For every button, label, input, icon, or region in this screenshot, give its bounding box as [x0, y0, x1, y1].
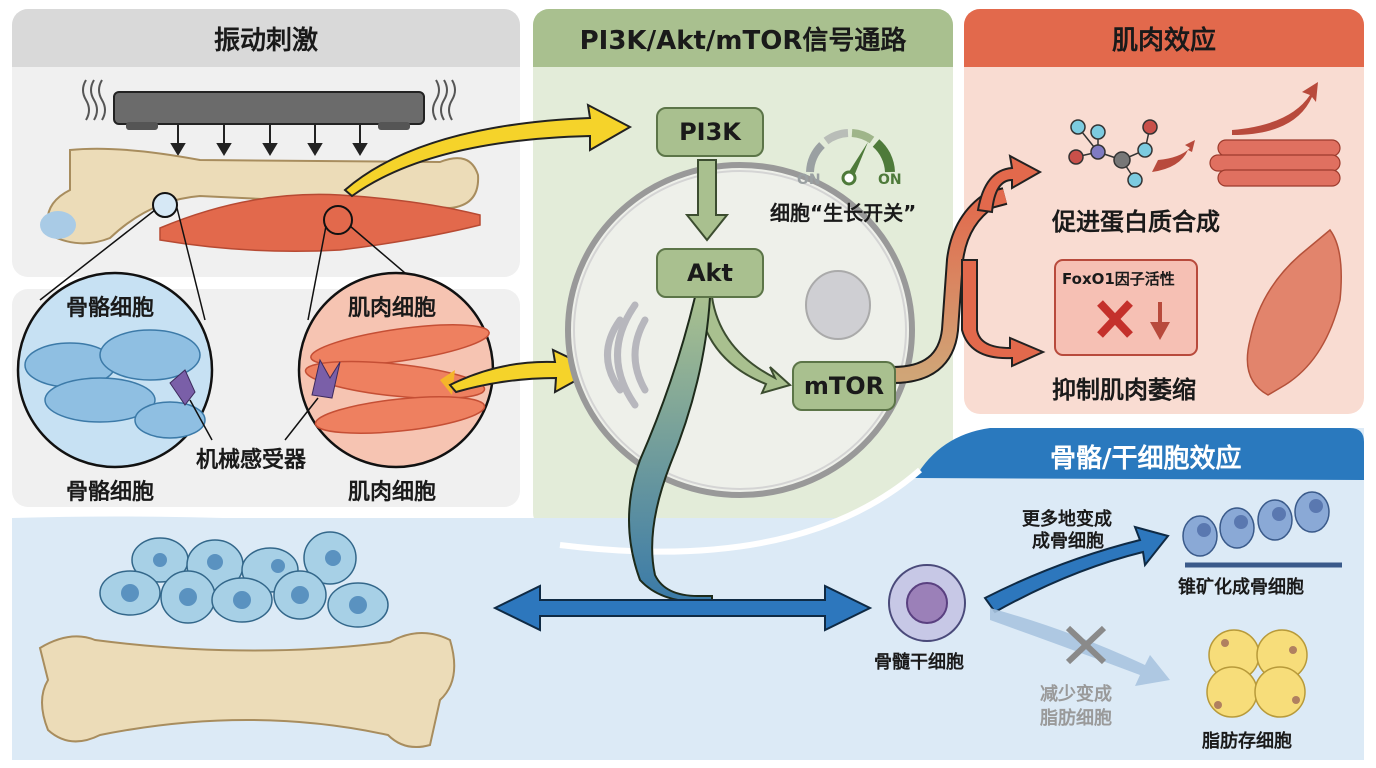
less-fat-line1: 减少变成 [1040, 684, 1112, 705]
arrow-pi3k-akt [684, 159, 730, 242]
fat-cells-icon [1206, 629, 1308, 718]
growth-switch-gauge [806, 129, 895, 186]
femur-bone-bottom [38, 631, 456, 748]
bone-title: 骨骼/干细胞效应 [1050, 444, 1242, 474]
muscle-title: 肌肉效应 [964, 9, 1364, 67]
foxo1-label: FoxO1因子活性 [1062, 270, 1175, 288]
mineralizing-osteoblasts-icon [1182, 491, 1342, 568]
gauge-left-label: ON [797, 172, 821, 188]
arrow-to-foxo1 [961, 259, 1046, 368]
bone-marrow-stem-cell-icon [888, 564, 966, 642]
cell-membrane [565, 162, 915, 498]
bone-cells [24, 329, 206, 439]
stem-cell-label: 骨髓干细胞 [874, 652, 964, 673]
growth-arrow-small [1152, 140, 1195, 172]
wave-border [559, 467, 922, 555]
node-pi3k: PI3K [656, 107, 764, 157]
pathway-title: PI3K/Akt/mTOR信号通路 [533, 9, 953, 67]
cross-icon [1097, 300, 1133, 338]
golgi [604, 301, 649, 409]
protein-synthesis-label: 促进蛋白质合成 [1052, 208, 1220, 236]
bone-header [915, 428, 1364, 480]
mechanoreceptor-label: 机械感受器 [196, 448, 307, 473]
mineralizing-osteoblast-label: 锥矿化成骨细胞 [1178, 577, 1304, 598]
muscle-fibers-icon [1209, 139, 1341, 187]
less-fat-line2: 脂肪细胞 [1040, 708, 1112, 729]
magnify-spot-bone [152, 192, 178, 218]
node-mtor: mTOR [792, 361, 896, 411]
fat-cell-label: 脂肪存细胞 [1202, 731, 1292, 752]
muscle-cells [304, 324, 490, 434]
node-akt: Akt [656, 248, 764, 298]
more-osteoblast-line1: 更多地变成 [1022, 509, 1112, 530]
mechanoreceptor-muscle [311, 358, 341, 399]
nucleus [805, 270, 871, 340]
gauge-right-label: ON [878, 172, 902, 188]
receptor-yellow [440, 370, 455, 395]
blocked-cross-icon [1065, 625, 1107, 665]
growth-switch-caption: 细胞“生长开关” [770, 201, 917, 225]
bone-cell-label-top: 骨骼细胞 [66, 296, 155, 321]
vibration-title: 振动刺激 [12, 9, 520, 67]
yellow-arrow-top [343, 103, 633, 198]
bone-cell-label-bottom: 骨骼细胞 [66, 480, 155, 505]
muscle-cell-label-bottom: 肌肉细胞 [348, 480, 437, 505]
vibration-plate [82, 79, 456, 156]
muscle-belly-icon [1246, 228, 1342, 396]
muscle-top [159, 193, 481, 252]
magnify-spot-muscle [323, 205, 353, 235]
more-osteoblast-line2: 成骨细胞 [1032, 531, 1104, 552]
arrow-to-protein [976, 154, 1043, 214]
arrow-to-osteoblast [983, 525, 1170, 614]
osteocytes-icon [99, 531, 389, 628]
bidirectional-arrow [492, 584, 873, 632]
mechanoreceptor-bone [169, 369, 196, 406]
atrophy-inhibition-label: 抑制肌肉萎缩 [1052, 376, 1196, 404]
protein-molecule-icon [1068, 119, 1158, 188]
muscle-cell-label-top: 肌肉细胞 [348, 296, 437, 321]
growth-arrow-large [1232, 82, 1318, 135]
down-arrow-icon [1150, 302, 1170, 340]
